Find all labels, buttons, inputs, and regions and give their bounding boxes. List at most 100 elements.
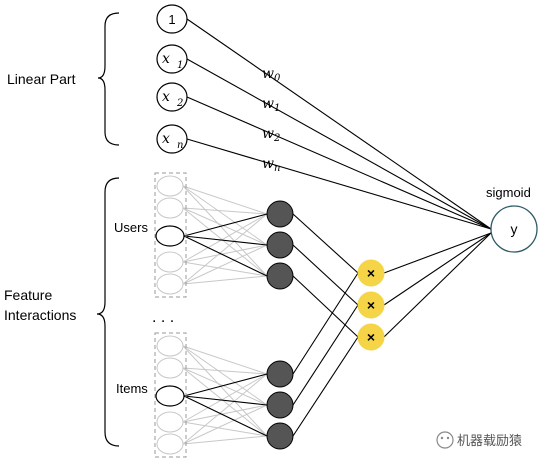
weight-label-w1: w 1 [262, 96, 280, 114]
users-field-box [154, 172, 187, 298]
svg-text:w: w [262, 156, 274, 172]
feature-label: Feature [4, 287, 52, 303]
input-node-xn: x n [156, 124, 188, 154]
items-onehot-node-active [155, 385, 185, 407]
inactive-embedding-line [182, 207, 268, 215]
users-onehot-node [156, 251, 184, 273]
inactive-embedding-line [182, 244, 268, 285]
active-embedding-line [183, 373, 268, 397]
svg-text:n: n [177, 140, 183, 151]
weight-label-wn: w n [262, 156, 280, 174]
item-embedding-node [266, 391, 294, 419]
product-node: × [357, 259, 385, 287]
svg-text:n: n [274, 163, 280, 174]
linear-weight-line [186, 58, 492, 230]
svg-text:w: w [262, 126, 274, 142]
svg-text:w: w [262, 96, 274, 112]
product-node: × [357, 323, 385, 351]
embedding-product-line [292, 272, 359, 375]
active-embedding-line [183, 395, 268, 437]
items-onehot-node [156, 335, 184, 357]
inactive-embedding-line [182, 373, 268, 423]
output-label: y [511, 221, 518, 237]
items-label: Items [116, 381, 148, 396]
ellipsis: . . . [152, 309, 174, 326]
svg-text:1: 1 [274, 103, 280, 114]
inactive-embedding-line [182, 404, 268, 445]
svg-text:×: × [367, 329, 375, 345]
item-embedding-node [266, 360, 294, 388]
connection-lines [182, 18, 492, 445]
items-onehot-node [156, 357, 184, 379]
svg-text:×: × [367, 297, 375, 313]
wechat-icon [436, 431, 454, 449]
inactive-embedding-line [182, 367, 268, 406]
user-embedding-node [266, 231, 294, 259]
users-onehot-node [156, 197, 184, 219]
linear-part-label: Linear Part [7, 71, 76, 87]
product-node: × [357, 291, 385, 319]
input-node-x1: x 1 [156, 44, 188, 74]
inactive-embedding-line [182, 213, 268, 263]
svg-text:0: 0 [274, 73, 281, 84]
svg-text:x: x [162, 89, 170, 105]
inactive-embedding-line [182, 367, 268, 375]
linear-part-bracket [97, 12, 120, 146]
users-onehot-node [156, 273, 184, 295]
inactive-embedding-line [182, 345, 268, 375]
inactive-embedding-line [182, 345, 268, 406]
active-embedding-line [183, 235, 268, 246]
inactive-embedding-line [182, 185, 268, 277]
feature-interactions-bracket [96, 177, 120, 447]
inactive-embedding-line [182, 207, 268, 277]
inactive-embedding-line [182, 275, 268, 285]
input-node-x2: x 2 [156, 82, 188, 112]
svg-text:1: 1 [177, 60, 183, 71]
active-embedding-line [183, 235, 268, 277]
product-output-line [383, 232, 492, 306]
embedding-product-line [292, 336, 359, 437]
embedding-product-line [292, 275, 359, 338]
items-field-box [154, 332, 187, 458]
input-node-bias: 1 [156, 4, 188, 34]
inactive-embedding-line [182, 435, 268, 445]
inactive-embedding-line [182, 185, 268, 215]
item-embedding-node [266, 422, 294, 450]
svg-text:×: × [367, 265, 375, 281]
inactive-embedding-line [182, 185, 268, 246]
linear-weight-line [186, 96, 492, 230]
weight-label-w0: w 0 [262, 66, 281, 84]
svg-text:x: x [162, 51, 170, 67]
inactive-embedding-line [182, 373, 268, 445]
inactive-embedding-line [182, 367, 268, 437]
linear-weight-line [186, 18, 492, 230]
items-onehot-node [156, 433, 184, 455]
linear-weight-line [186, 138, 492, 230]
embedding-product-line [292, 304, 359, 406]
user-embedding-node [266, 262, 294, 290]
svg-text:2: 2 [273, 133, 280, 144]
interactions-label: Interactions [4, 307, 76, 323]
inactive-embedding-line [182, 421, 268, 437]
output-node [490, 205, 538, 253]
inactive-embedding-line [182, 244, 268, 263]
user-embedding-node [266, 200, 294, 228]
watermark: 机器载励猿 [436, 431, 522, 449]
inactive-embedding-line [182, 404, 268, 423]
svg-text:x: x [162, 131, 170, 147]
inactive-embedding-line [182, 345, 268, 437]
users-onehot-node-active [155, 225, 185, 247]
product-output-line [383, 232, 492, 338]
inactive-embedding-line [182, 213, 268, 285]
inactive-embedding-line [182, 261, 268, 277]
sigmoid-label: sigmoid [486, 185, 531, 200]
inactive-embedding-line [182, 207, 268, 246]
svg-text:2: 2 [176, 98, 183, 109]
users-onehot-node [156, 175, 184, 197]
embedding-product-line [292, 213, 359, 274]
active-embedding-line [183, 395, 268, 406]
weight-label-w2: w 2 [262, 126, 280, 144]
product-output-line [383, 232, 492, 274]
embedding-product-line [292, 244, 359, 306]
